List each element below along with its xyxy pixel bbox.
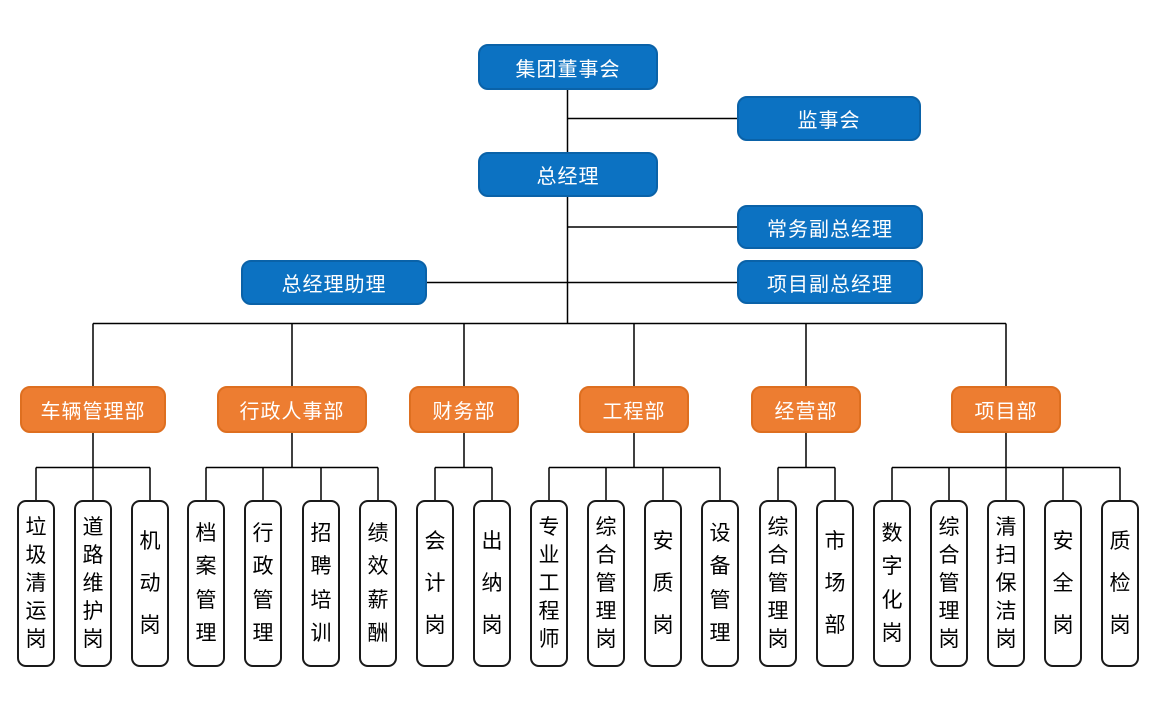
- position-box: 行政管理: [244, 500, 282, 667]
- project-deputy-gm-box: 项目副总经理: [737, 260, 923, 304]
- department-box-vehicle-management: 车辆管理部: [20, 386, 166, 433]
- position-box: 综合管理岗: [587, 500, 625, 667]
- position-box: 招聘培训: [302, 500, 340, 667]
- position-box: 综合管理岗: [759, 500, 797, 667]
- position-box: 机动岗: [131, 500, 169, 667]
- general-manager-box: 总经理: [478, 152, 658, 197]
- gm-assistant-box: 总经理助理: [241, 260, 427, 305]
- position-box: 绩效薪酬: [359, 500, 397, 667]
- department-box-admin-hr: 行政人事部: [217, 386, 367, 433]
- department-box-project: 项目部: [951, 386, 1061, 433]
- department-box-engineering: 工程部: [579, 386, 689, 433]
- department-box-finance: 财务部: [409, 386, 519, 433]
- position-box: 道路维护岗: [74, 500, 112, 667]
- position-box: 质检岗: [1101, 500, 1139, 667]
- supervisory-board-box: 监事会: [737, 96, 921, 141]
- position-box: 专业工程师: [530, 500, 568, 667]
- executive-deputy-gm-box: 常务副总经理: [737, 205, 923, 249]
- position-box: 出纳岗: [473, 500, 511, 667]
- board-box: 集团董事会: [478, 44, 658, 90]
- position-box: 市场部: [816, 500, 854, 667]
- position-box: 清扫保洁岗: [987, 500, 1025, 667]
- position-box: 垃圾清运岗: [17, 500, 55, 667]
- position-box: 安全岗: [1044, 500, 1082, 667]
- position-box: 数字化岗: [873, 500, 911, 667]
- position-box: 安质岗: [644, 500, 682, 667]
- position-box: 综合管理岗: [930, 500, 968, 667]
- connector-path: [35, 90, 1121, 500]
- position-box: 设备管理: [701, 500, 739, 667]
- position-box: 档案管理: [187, 500, 225, 667]
- department-box-operations: 经营部: [751, 386, 861, 433]
- position-box: 会计岗: [416, 500, 454, 667]
